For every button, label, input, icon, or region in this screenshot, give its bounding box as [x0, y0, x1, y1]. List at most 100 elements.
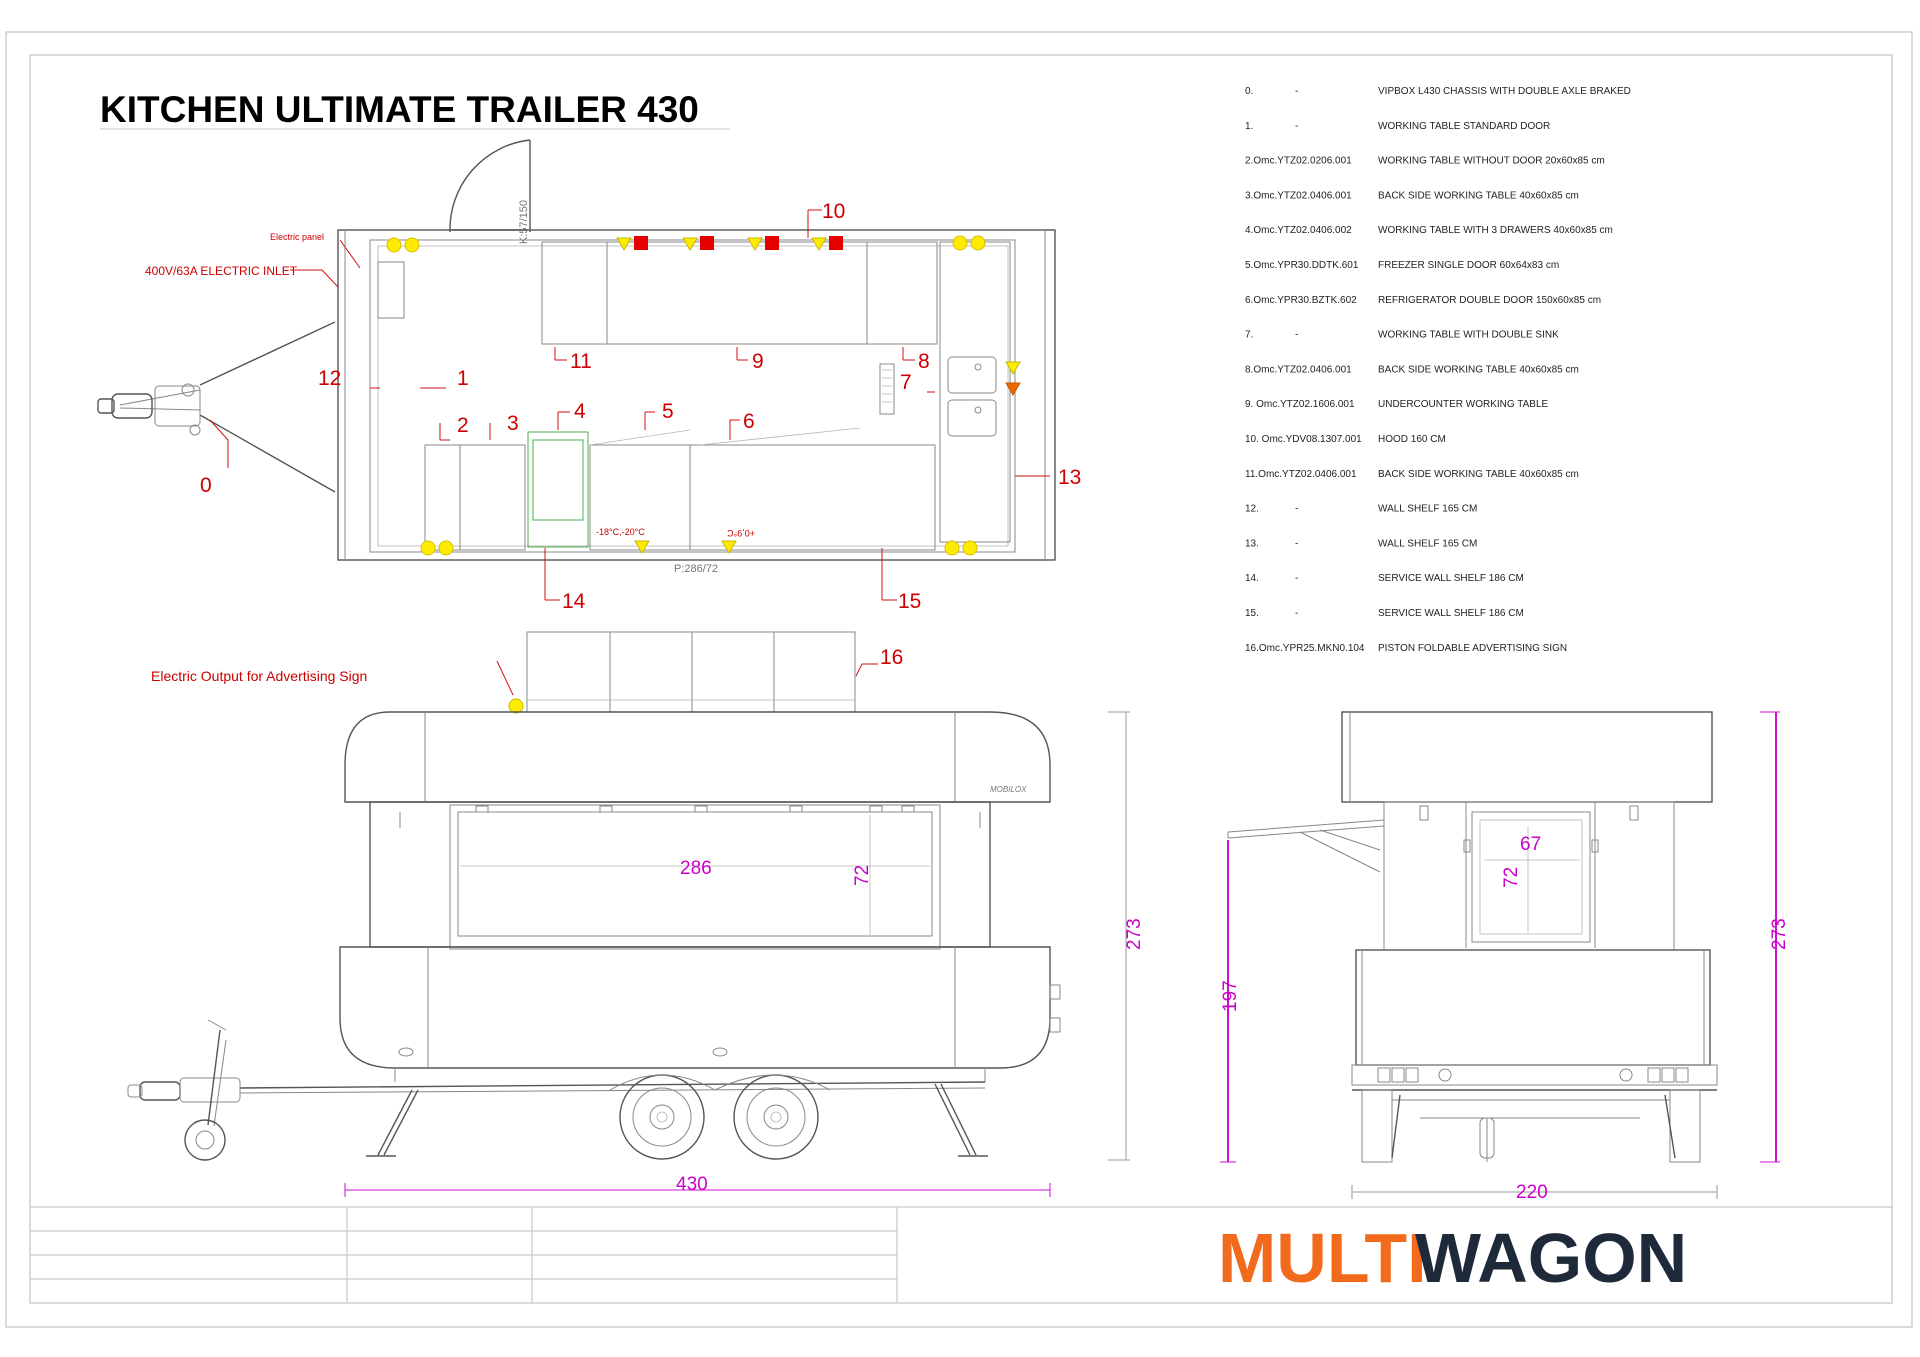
- legend-dash: -: [1295, 504, 1298, 515]
- legend-code: 5.Omc.YPR30.DDTK.601: [1245, 260, 1359, 271]
- light-markers: [386, 235, 986, 556]
- window-height-dim: 72: [852, 865, 873, 886]
- sink-basin: [947, 399, 997, 437]
- rear-window: [1471, 811, 1591, 943]
- advertising-output-marker: [508, 698, 524, 714]
- legend-dash: -: [1295, 121, 1298, 132]
- electric-inlet-label: 400V/63A ELECTRIC INLET: [145, 264, 298, 278]
- legend-description: WALL SHELF 165 CM: [1378, 504, 1477, 515]
- wheel: [619, 1074, 705, 1160]
- legend-description: WORKING TABLE WITH 3 DRAWERS 40x60x85 cm: [1378, 225, 1613, 236]
- item-number: 9: [752, 350, 764, 373]
- inner-border: [29, 54, 1893, 1304]
- legend-code: 6.Omc.YPR30.BZTK.602: [1245, 295, 1357, 306]
- floor-height-dim: 197: [1220, 980, 1241, 1012]
- item-number: 0: [200, 474, 212, 497]
- page-title: KITCHEN ULTIMATE TRAILER 430: [100, 89, 699, 130]
- window-width-dim: 286: [680, 858, 712, 879]
- drain-board: [879, 363, 895, 415]
- legend-description: SERVICE WALL SHELF 186 CM: [1378, 573, 1524, 584]
- item-numbers: 0 1 2 3 4 5 6 7 8 9 10 11 12 13 14 15: [200, 200, 1081, 613]
- opening-dimension: P:286/72: [674, 563, 718, 575]
- rear-window-width-dim: 67: [1520, 834, 1541, 855]
- legend-description: WORKING TABLE WITHOUT DOOR 20x60x85 cm: [1378, 156, 1605, 167]
- legend-dash: -: [1295, 538, 1298, 549]
- door: [449, 139, 531, 233]
- legend-code: 14.: [1245, 573, 1259, 584]
- legend-code: 2.Omc.YTZ02.0206.001: [1245, 156, 1352, 167]
- hood-markers: [616, 236, 1021, 554]
- legend-code: 15.: [1245, 608, 1259, 619]
- legend-description: BACK SIDE WORKING TABLE 40x60x85 cm: [1378, 190, 1579, 201]
- item-number: 7: [900, 371, 912, 394]
- item-number: 6: [743, 410, 755, 433]
- legend-description: FREEZER SINGLE DOOR 60x64x83 cm: [1378, 260, 1559, 271]
- legend-dash: -: [1295, 86, 1298, 97]
- side-view: Electric Output for Advertising Sign 16 …: [127, 631, 1145, 1197]
- rear-awning: [1227, 819, 1385, 873]
- legend-description: UNDERCOUNTER WORKING TABLE: [1378, 399, 1549, 410]
- coupling-head-plan: [97, 383, 201, 436]
- item-number: 4: [574, 400, 586, 423]
- sign-number: 16: [880, 646, 903, 669]
- legend-code: 10. Omc.YDV08.1307.001: [1245, 434, 1362, 445]
- advertising-note: Electric Output for Advertising Sign: [151, 668, 367, 684]
- legend-code: 8.Omc.YTZ02.0406.001: [1245, 364, 1352, 375]
- legend-code: 16.Omc.YPR25.MKN0.104: [1245, 643, 1365, 654]
- rear-window-height-dim: 72: [1501, 867, 1522, 888]
- item-number: 12: [318, 367, 341, 390]
- logo-multi: MULTI: [1218, 1219, 1427, 1297]
- leader-lines: [209, 209, 1050, 601]
- door-dimension: K:57/150: [518, 200, 530, 244]
- legend-description: WORKING TABLE WITH DOUBLE SINK: [1378, 330, 1559, 341]
- legend-dash: -: [1295, 330, 1298, 341]
- legend-code: 0.: [1245, 86, 1253, 97]
- wheel: [733, 1074, 819, 1160]
- sink-basin: [947, 356, 997, 394]
- legend-code: 7.: [1245, 330, 1253, 341]
- logo-wagon: WAGON: [1415, 1219, 1687, 1297]
- item-number: 2: [457, 414, 469, 437]
- legend-description: WORKING TABLE STANDARD DOOR: [1378, 121, 1550, 132]
- item-number: 3: [507, 412, 519, 435]
- legend-description: WALL SHELF 165 CM: [1378, 538, 1477, 549]
- item-number: 11: [570, 350, 592, 373]
- legend-code: 12.: [1245, 504, 1259, 515]
- legend-code: 4.Omc.YTZ02.0406.002: [1245, 225, 1352, 236]
- legend-description: REFRIGERATOR DOUBLE DOOR 150x60x85 cm: [1378, 295, 1601, 306]
- legend-description: BACK SIDE WORKING TABLE 40x60x85 cm: [1378, 469, 1579, 480]
- support-legs: [366, 1083, 988, 1157]
- legend-description: HOOD 160 CM: [1378, 434, 1446, 445]
- legend-description: PISTON FOLDABLE ADVERTISING SIGN: [1378, 643, 1567, 654]
- item-number: 10: [822, 200, 845, 223]
- legend-description: SERVICE WALL SHELF 186 CM: [1378, 608, 1524, 619]
- total-width-dim: 220: [1516, 1182, 1548, 1203]
- rear-view: 67 72 197: [1220, 711, 1790, 1203]
- outer-border: [5, 31, 1913, 1328]
- item-number: 5: [662, 400, 674, 423]
- legend-code: 13.: [1245, 538, 1259, 549]
- legend-description: VIPBOX L430 CHASSIS WITH DOUBLE AXLE BRA…: [1378, 86, 1631, 97]
- total-height-dim: 273: [1124, 918, 1145, 950]
- electric-panel-box: [377, 261, 405, 319]
- rear-total-height-dim: 273: [1769, 918, 1790, 950]
- company-logo: MULTI WAGON: [1218, 1219, 1687, 1297]
- total-length-dim: 430: [676, 1174, 708, 1195]
- brand-badge: MOBILOX: [990, 785, 1027, 794]
- item-number: 8: [918, 350, 930, 373]
- legend-code: 11.Omc.YTZ02.0406.001: [1245, 469, 1357, 480]
- electric-panel-label: Electric panel: [270, 232, 324, 242]
- legend-code: 1.: [1245, 121, 1253, 132]
- floor-plan: Electric panel 400V/63A ELECTRIC INLET K…: [97, 139, 1081, 613]
- coupling-side: [127, 1019, 241, 1161]
- title-block: [30, 1206, 1892, 1303]
- fridge-temperature: +0,9°C: [727, 528, 755, 538]
- legend-description: BACK SIDE WORKING TABLE 40x60x85 cm: [1378, 364, 1579, 375]
- item-number: 13: [1058, 466, 1081, 489]
- item-number: 14: [562, 590, 586, 613]
- legend-code: 9. Omc.YTZ02.1606.001: [1245, 399, 1355, 410]
- legend-dash: -: [1295, 573, 1298, 584]
- item-number: 15: [898, 590, 921, 613]
- freezer-temperature: -18°C,-20°C: [596, 527, 645, 537]
